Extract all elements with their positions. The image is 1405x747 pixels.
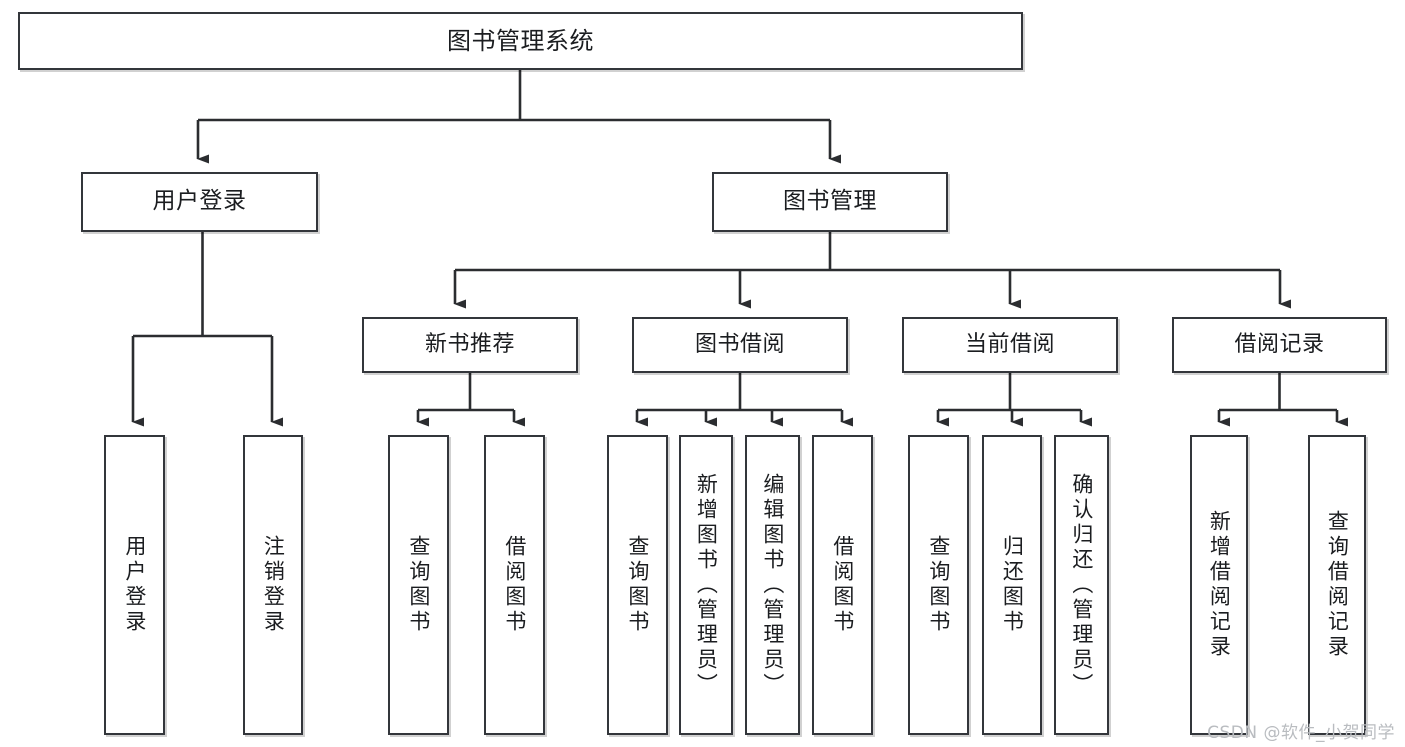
csdn-watermark: CSDN @软件_小贺同学 xyxy=(1207,723,1395,743)
node-leaf-user-logout-label: 注销登录 xyxy=(261,535,286,635)
node-user-login[interactable]: 用户登录 xyxy=(81,172,318,232)
node-leaf-borrow-book-rec[interactable]: 借阅图书 xyxy=(484,435,545,735)
node-leaf-edit-book-label: 编辑图书（管理员） xyxy=(760,472,785,698)
node-book-borrow-label: 图书借阅 xyxy=(694,332,785,358)
node-leaf-query-book-rec-label: 查询图书 xyxy=(406,535,431,635)
node-book-manage[interactable]: 图书管理 xyxy=(712,172,948,232)
node-leaf-query-book-borrow-label: 查询图书 xyxy=(625,535,650,635)
node-borrow-record[interactable]: 借阅记录 xyxy=(1172,317,1387,373)
node-root[interactable]: 图书管理系统 xyxy=(18,12,1023,70)
node-new-book-recommend-label: 新书推荐 xyxy=(424,332,515,358)
node-leaf-query-record[interactable]: 查询借阅记录 xyxy=(1308,435,1366,735)
node-leaf-confirm-return[interactable]: 确认归还（管理员） xyxy=(1054,435,1109,735)
node-leaf-query-book-borrow[interactable]: 查询图书 xyxy=(607,435,668,735)
node-leaf-add-book-label: 新增图书（管理员） xyxy=(694,472,719,698)
node-leaf-user-logout[interactable]: 注销登录 xyxy=(243,435,303,735)
node-leaf-query-book-cur-label: 查询图书 xyxy=(926,535,951,635)
node-leaf-add-book[interactable]: 新增图书（管理员） xyxy=(679,435,733,735)
node-new-book-recommend[interactable]: 新书推荐 xyxy=(362,317,578,373)
node-leaf-query-record-label: 查询借阅记录 xyxy=(1325,510,1350,660)
node-book-manage-label: 图书管理 xyxy=(783,188,877,215)
node-root-label: 图书管理系统 xyxy=(447,26,594,55)
node-leaf-query-book-cur[interactable]: 查询图书 xyxy=(908,435,969,735)
node-leaf-return-book[interactable]: 归还图书 xyxy=(982,435,1042,735)
node-leaf-borrow-book-rec-label: 借阅图书 xyxy=(502,535,527,635)
node-leaf-borrow-book-label: 借阅图书 xyxy=(830,535,855,635)
node-leaf-user-login-label: 用户登录 xyxy=(122,535,147,635)
node-leaf-borrow-book[interactable]: 借阅图书 xyxy=(812,435,873,735)
node-leaf-return-book-label: 归还图书 xyxy=(1000,535,1025,635)
node-leaf-edit-book[interactable]: 编辑图书（管理员） xyxy=(745,435,800,735)
node-leaf-add-record-label: 新增借阅记录 xyxy=(1207,510,1232,660)
node-leaf-add-record[interactable]: 新增借阅记录 xyxy=(1190,435,1248,735)
node-leaf-user-login[interactable]: 用户登录 xyxy=(104,435,165,735)
node-current-borrow-label: 当前借阅 xyxy=(964,332,1055,358)
node-leaf-confirm-return-label: 确认归还（管理员） xyxy=(1069,472,1094,698)
node-user-login-label: 用户登录 xyxy=(152,188,247,215)
node-leaf-query-book-rec[interactable]: 查询图书 xyxy=(388,435,449,735)
node-book-borrow[interactable]: 图书借阅 xyxy=(632,317,848,373)
node-current-borrow[interactable]: 当前借阅 xyxy=(902,317,1118,373)
node-borrow-record-label: 借阅记录 xyxy=(1234,332,1325,358)
